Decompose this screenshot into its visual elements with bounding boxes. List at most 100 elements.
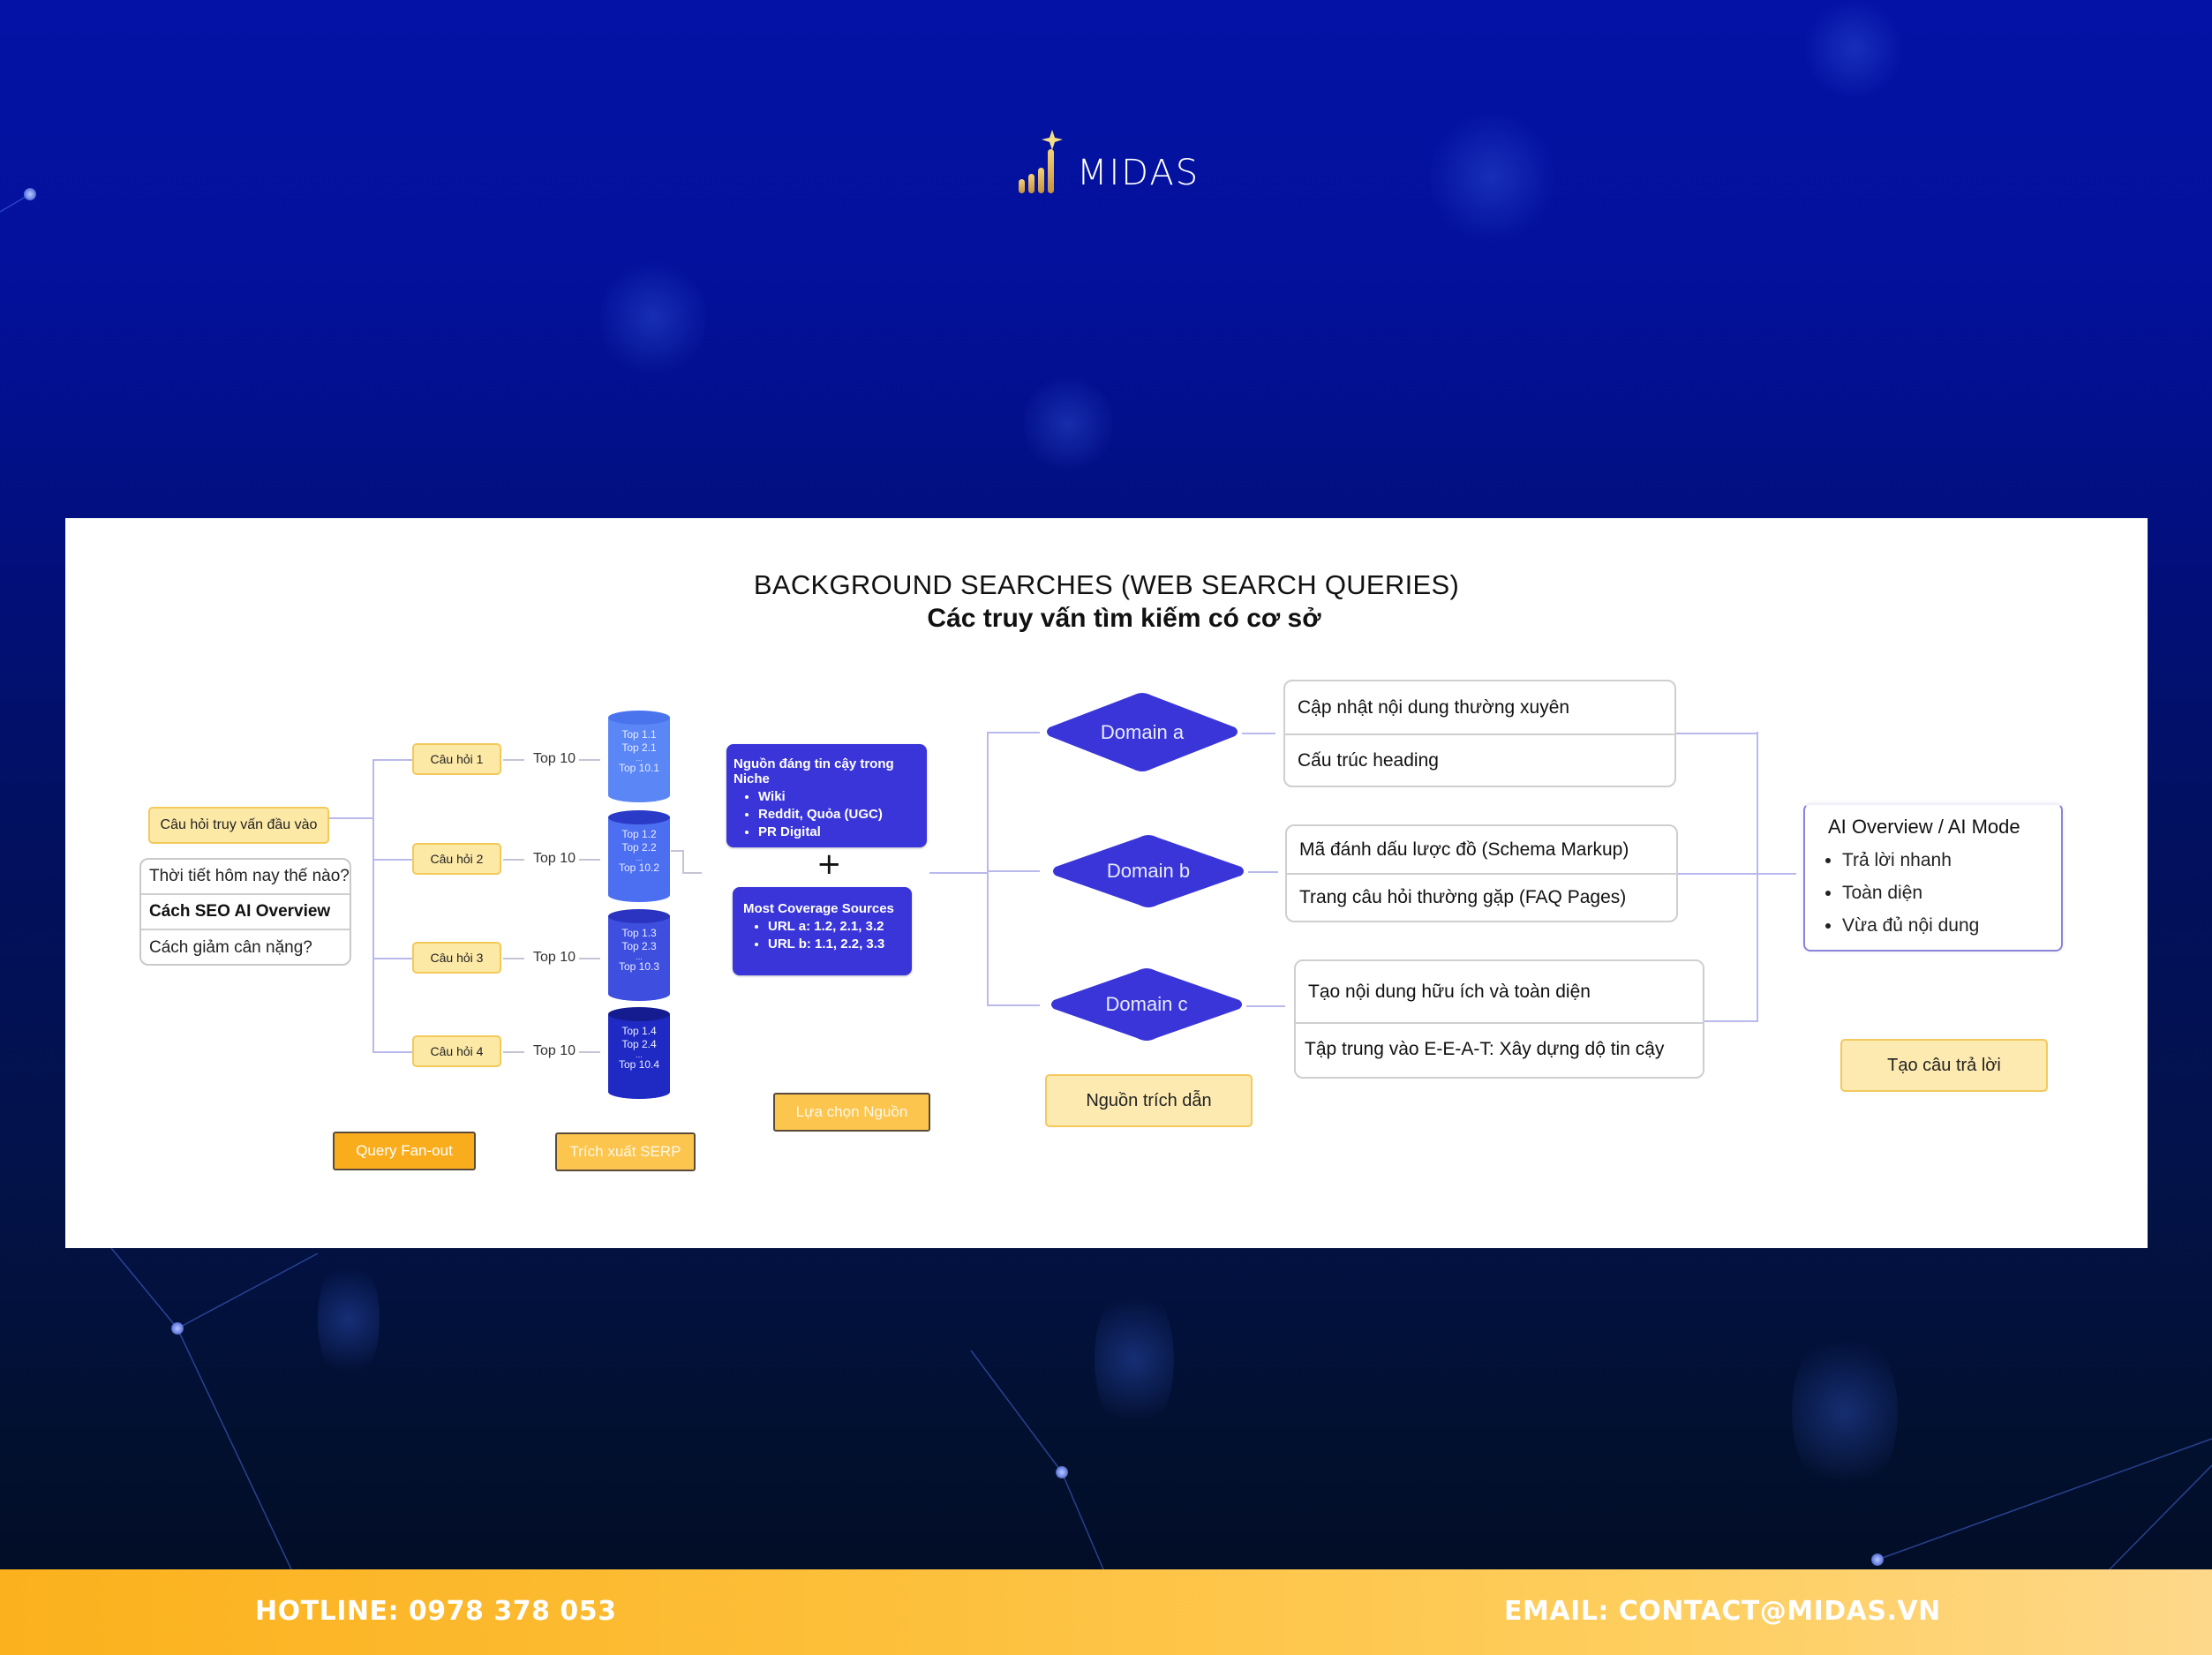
coverage-sources-heading: Most Coverage Sources [743, 901, 894, 916]
domain-a-node: Domain a [1042, 690, 1242, 774]
serp-database-icon-1: Top 1.1 Top 2.1 ... Top 10.1 [608, 711, 670, 802]
sub-query-label: Câu hỏi 4 [430, 1044, 484, 1058]
stage-label-text: Trích xuất SERP [569, 1143, 681, 1160]
contact-footer: HOTLINE: 0978 378 053 EMAIL: CONTACT@MID… [0, 1569, 2212, 1655]
diagram-subtitle: Các truy vấn tìm kiếm có cơ sở [927, 604, 1321, 633]
ai-overview-item: Vừa đủ nội dung [1842, 909, 1979, 942]
coverage-source-item: URL b: 1.1, 2.2, 3.3 [768, 936, 912, 953]
tip-item: Cấu trúc heading [1298, 750, 1439, 771]
bokeh-decoration [600, 256, 706, 380]
domain-a-tips: Cập nhật nội dung thường xuyên Cấu trúc … [1283, 680, 1676, 787]
stage-label-text: Query Fan-out [356, 1142, 453, 1159]
connector [372, 759, 374, 1052]
connector [503, 958, 524, 959]
network-node-decoration [1056, 1466, 1068, 1478]
ai-overview-item: Trả lời nhanh [1842, 844, 1979, 876]
connector [1757, 732, 1758, 1021]
serp-database-icon-4: Top 1.4 Top 2.4 ... Top 10.4 [608, 1007, 670, 1099]
stage-label-serp-extract: Trích xuất SERP [555, 1132, 696, 1171]
ai-overview-heading: AI Overview / AI Mode [1828, 816, 2020, 838]
divider [1285, 733, 1674, 735]
connector [969, 872, 989, 874]
serp-database-icon-2: Top 1.2 Top 2.2 ... Top 10.2 [608, 810, 670, 902]
sub-query-node-1: Câu hỏi 1 [412, 743, 501, 775]
connector [503, 859, 524, 861]
stage-label-query-fanout: Query Fan-out [333, 1132, 476, 1170]
stage-label-citation: Nguồn trích dẫn [1045, 1074, 1253, 1127]
connector [503, 759, 524, 761]
serp-result: Top 2.3 [621, 940, 657, 952]
serp-ellipsis: ... [636, 854, 643, 862]
connector [1676, 733, 1757, 734]
connector [579, 859, 600, 861]
serp-database-icon-3: Top 1.3 Top 2.3 ... Top 10.3 [608, 909, 670, 1001]
connector [329, 817, 373, 819]
coverage-sources-box: Most Coverage Sources URL a: 1.2, 2.1, 3… [733, 887, 912, 975]
connector [372, 1051, 412, 1053]
connector [372, 759, 412, 761]
domain-b-tips: Mã đánh dấu lược đồ (Schema Markup) Tran… [1285, 824, 1678, 922]
hotline-link[interactable]: HOTLINE: 0978 378 053 [255, 1596, 617, 1627]
example-query-item-selected: Cách SEO AI Overview [141, 895, 350, 930]
diamond-shape [1053, 835, 1244, 907]
serp-result: Top 2.4 [621, 1038, 657, 1050]
example-query-item: Cách giảm cân nặng? [149, 938, 312, 957]
network-node-decoration [171, 1322, 184, 1335]
sub-query-node-2: Câu hỏi 2 [412, 843, 501, 875]
tip-item: Trang câu hỏi thường gặp (FAQ Pages) [1299, 887, 1627, 907]
serp-result: Top 2.1 [621, 741, 657, 754]
divider [1296, 1022, 1703, 1024]
serp-result: Top 10.4 [618, 1058, 660, 1071]
tip-item: Tạo nội dung hữu ích và toàn diện [1308, 982, 1591, 1002]
ai-overview-item: Toàn diện [1842, 876, 1979, 909]
example-queries-list: Thời tiết hôm nay thế nào? Cách SEO AI O… [139, 858, 351, 966]
sub-query-label: Câu hỏi 2 [430, 852, 484, 866]
domain-c-tips: Tạo nội dung hữu ích và toàn diện Tập tr… [1294, 959, 1704, 1079]
connector [1678, 873, 1796, 875]
connector [987, 1004, 1040, 1006]
connector [1246, 1005, 1285, 1007]
trusted-source-item: PR Digital [758, 824, 927, 841]
connector [682, 872, 702, 874]
serp-ellipsis: ... [636, 754, 643, 763]
top10-label: Top 10 [533, 950, 576, 965]
connector [579, 759, 600, 761]
midas-logo: MIDAS [1015, 128, 1205, 203]
email-link[interactable]: EMAIL: CONTACT@MIDAS.VN [1504, 1596, 1941, 1627]
top10-label: Top 10 [533, 851, 576, 866]
serp-result: Top 1.4 [621, 1025, 657, 1037]
brand-name: MIDAS [1077, 153, 1200, 193]
tip-item: Cập nhật nội dung thường xuyên [1298, 697, 1570, 718]
serp-result: Top 2.2 [621, 841, 657, 854]
sub-query-label: Câu hỏi 3 [430, 951, 484, 965]
bokeh-decoration [1430, 106, 1554, 247]
diamond-shape [1047, 693, 1238, 771]
stage-label-source-select: Lựa chọn Nguồn [773, 1093, 930, 1132]
diagram-panel: BACKGROUND SEARCHES (WEB SEARCH QUERIES)… [65, 518, 2148, 1248]
serp-ellipsis: ... [636, 952, 643, 961]
connector [671, 850, 683, 852]
serp-result: Top 1.2 [621, 828, 657, 840]
serp-result: Top 1.1 [621, 728, 657, 741]
serp-result: Top 1.3 [621, 927, 657, 939]
domain-label: Domain c [1105, 993, 1188, 1015]
connector [1248, 871, 1278, 873]
sub-query-node-3: Câu hỏi 3 [412, 942, 501, 974]
connector [987, 732, 1040, 733]
tip-item: Mã đánh dấu lược đồ (Schema Markup) [1299, 839, 1629, 860]
trusted-source-item: Reddit, Quỏa (UGC) [758, 806, 927, 824]
bokeh-decoration [1095, 1280, 1174, 1439]
bokeh-decoration [1024, 371, 1112, 477]
trusted-sources-heading: Nguồn đáng tin cậy trong Niche [734, 756, 894, 786]
top10-label: Top 10 [533, 1043, 576, 1058]
connector [372, 859, 412, 861]
bokeh-decoration [1792, 1324, 1898, 1501]
bokeh-decoration [318, 1253, 380, 1386]
sub-query-node-4: Câu hỏi 4 [412, 1035, 501, 1067]
serp-result: Top 10.1 [618, 762, 660, 774]
connector [503, 1051, 524, 1053]
example-query-item: Thời tiết hôm nay thế nào? [141, 860, 350, 895]
serp-result: Top 10.2 [618, 861, 660, 874]
connector [1704, 1020, 1758, 1022]
divider [1287, 873, 1676, 875]
